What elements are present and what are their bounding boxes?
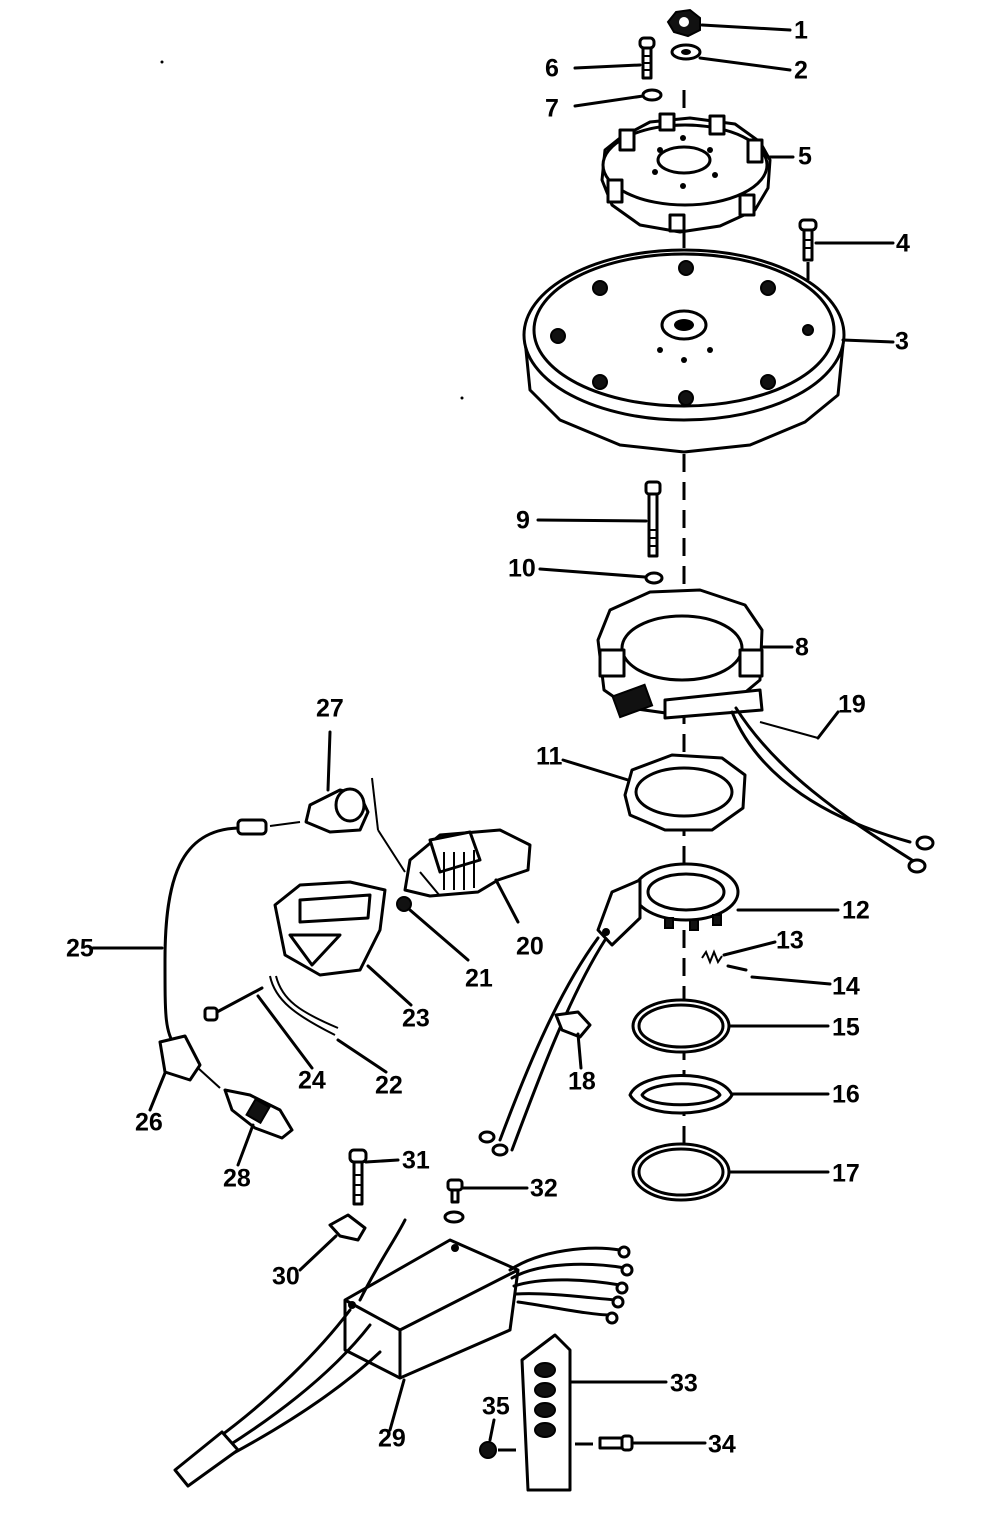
part-31-screw [348,1148,368,1206]
callout-6: 6 [545,55,559,83]
part-27-boot [304,777,406,873]
callout-31: 31 [402,1147,430,1175]
callout-2: 2 [794,57,808,85]
part-24-bolt [203,986,264,1022]
callout-21: 21 [465,965,493,993]
part-35-nut [479,1441,522,1459]
callout-26: 26 [135,1109,163,1137]
callout-labels: 1 2 3 4 5 6 7 8 9 10 11 12 13 14 15 16 1… [66,17,910,1459]
part-29-switch-box [173,1210,634,1488]
part-12-trigger [478,862,740,1157]
callout-3: 3 [895,328,909,356]
part-9-bolt [644,480,662,558]
part-11-ring [623,753,747,832]
callout-5: 5 [798,143,812,171]
callout-19: 19 [838,691,866,719]
part-8-stator [596,588,764,720]
callout-29: 29 [378,1425,406,1453]
scan-specks [160,60,464,400]
callout-20: 20 [516,933,544,961]
part-20-coil [403,828,532,898]
callout-32: 32 [530,1175,558,1203]
callout-35: 35 [482,1393,510,1421]
part-19-wire-harness [730,706,935,874]
leader-lines [91,23,895,1445]
part-2-washer [670,43,702,61]
part-7-lockwasher [641,88,663,102]
callout-1: 1 [794,17,808,45]
callout-24: 24 [298,1067,326,1095]
part-26-plug-boot [158,1034,221,1089]
part-33-plate [520,1333,572,1492]
callout-27: 27 [316,695,344,723]
callout-15: 15 [832,1014,860,1042]
part-14-pin [726,964,748,972]
part-32-screw [446,1178,464,1204]
callout-14: 14 [832,973,860,1001]
part-22-wire [269,975,339,1036]
callout-34: 34 [708,1431,736,1459]
part-3-flywheel [522,248,846,454]
callout-30: 30 [272,1263,300,1291]
part-17-ring [631,1142,731,1202]
part-16-gasket [628,1074,734,1115]
callout-23: 23 [402,1005,430,1033]
callout-8: 8 [795,634,809,662]
callout-22: 22 [375,1072,403,1100]
part-5-cover [600,112,772,234]
part-30-clamp [328,1213,367,1242]
part-4-screw [798,218,818,262]
callout-12: 12 [842,897,870,925]
part-13-spring [701,949,723,965]
part-28-spark-plug [223,1088,294,1140]
callout-9: 9 [516,507,530,535]
callout-28: 28 [223,1165,251,1193]
callout-4: 4 [896,230,910,258]
callout-25: 25 [66,935,94,963]
part-23-coil-cover [273,880,387,977]
callout-17: 17 [832,1160,860,1188]
part-10-washer [644,571,664,585]
part-18-clamp [554,1010,592,1039]
part-25-lead [163,818,301,1050]
callout-13: 13 [776,927,804,955]
callout-33: 33 [670,1370,698,1398]
callout-10: 10 [508,555,536,583]
callout-7: 7 [545,95,559,123]
part-15-ring [631,998,731,1054]
part-6-screw [638,36,656,80]
part-21-nut [396,896,412,912]
part-34-screw [575,1434,634,1452]
callout-16: 16 [832,1081,860,1109]
part-1-nut [666,8,701,38]
callout-18: 18 [568,1068,596,1096]
callout-11: 11 [536,743,563,771]
